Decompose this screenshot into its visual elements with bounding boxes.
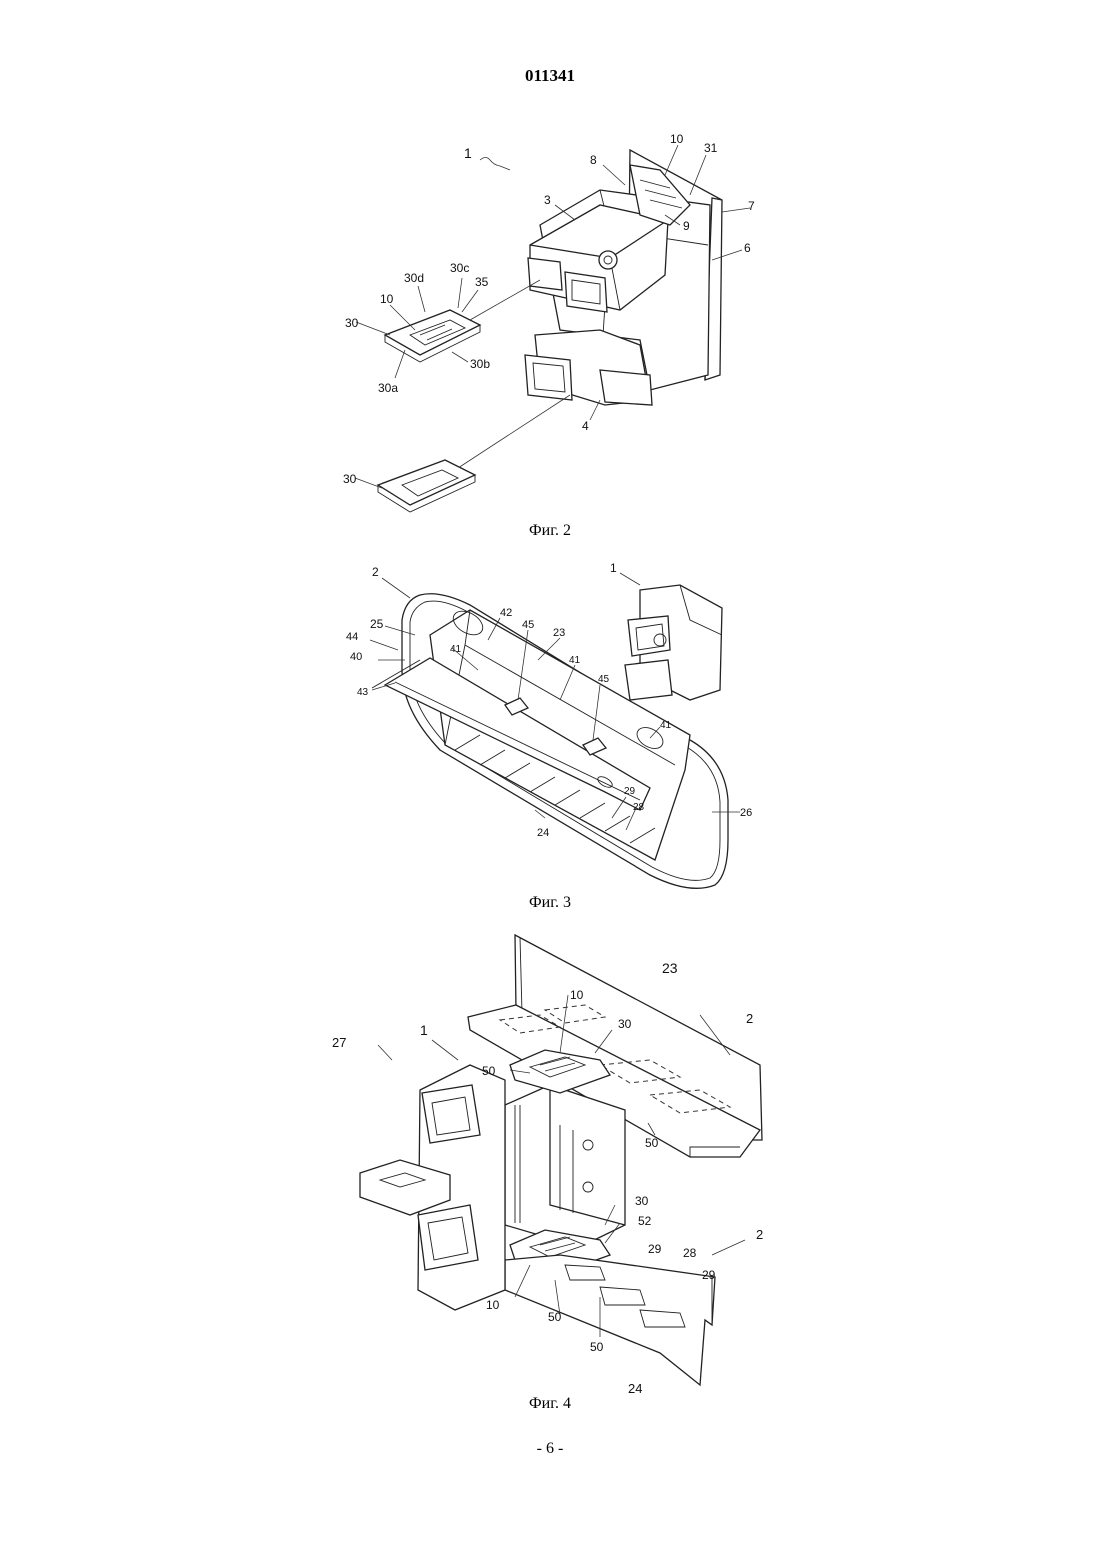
- page-footer: - 6 -: [0, 1440, 1100, 1458]
- ref-label: 44: [346, 631, 358, 643]
- ref-label: 7: [748, 199, 755, 213]
- ref-label: 25: [370, 617, 384, 631]
- figure-3: 2 1 25 42 45 23 44 41 40 41 45 43 41 29 …: [0, 560, 1100, 920]
- ref-label: 26: [740, 807, 752, 819]
- figure-caption: Фиг. 4: [0, 1395, 1100, 1413]
- ref-label: 10: [670, 132, 684, 146]
- figure-2-drawing: 1 8 10 31 3 9 7 6 30c 30d 35 10 30 30b 3…: [0, 130, 1100, 560]
- ref-label: 29: [624, 786, 636, 797]
- ref-label: 50: [590, 1340, 604, 1354]
- ref-label: 10: [380, 292, 394, 306]
- ref-label: 41: [660, 720, 672, 731]
- ref-label: 29: [702, 1268, 716, 1282]
- document-number: 011341: [0, 66, 1100, 86]
- ref-label: 2: [372, 565, 379, 579]
- ref-label: 50: [645, 1136, 659, 1150]
- ref-label: 30: [343, 472, 357, 486]
- ref-label: 8: [590, 153, 597, 167]
- ref-label: 2: [756, 1227, 763, 1242]
- ref-label: 30: [635, 1194, 649, 1208]
- ref-label: 23: [553, 627, 565, 639]
- ref-label: 40: [350, 651, 362, 663]
- ref-label: 10: [570, 988, 584, 1002]
- figure-4: 23 2 10 30 1 50 27 50 30 52 29 28 29 10 …: [0, 925, 1100, 1425]
- ref-label: 35: [475, 275, 489, 289]
- ref-label: 41: [450, 644, 462, 655]
- ref-label: 2: [746, 1011, 753, 1026]
- ref-label: 42: [500, 607, 512, 619]
- figure-3-drawing: 2 1 25 42 45 23 44 41 40 41 45 43 41 29 …: [0, 560, 1100, 920]
- ref-label: 41: [569, 655, 581, 666]
- figure-caption: Фиг. 2: [0, 522, 1100, 540]
- ref-label: 1: [464, 145, 472, 161]
- ref-label: 50: [482, 1064, 496, 1078]
- ref-label: 28: [683, 1246, 697, 1260]
- ref-label: 50: [548, 1310, 562, 1324]
- ref-label: 31: [704, 141, 718, 155]
- figure-caption: Фиг. 3: [0, 894, 1100, 912]
- ref-label: 52: [638, 1214, 652, 1228]
- ref-label: 9: [683, 219, 690, 233]
- ref-label: 45: [598, 674, 610, 685]
- ref-label: 30: [618, 1017, 632, 1031]
- ref-label: 30: [345, 316, 359, 330]
- ref-label: 30c: [450, 261, 469, 275]
- ref-label: 30d: [404, 271, 424, 285]
- figure-2: 1 8 10 31 3 9 7 6 30c 30d 35 10 30 30b 3…: [0, 130, 1100, 560]
- ref-label: 24: [628, 1381, 642, 1396]
- ref-label: 1: [610, 561, 617, 575]
- ref-label: 30b: [470, 357, 490, 371]
- ref-label: 10: [486, 1298, 500, 1312]
- figure-4-drawing: 23 2 10 30 1 50 27 50 30 52 29 28 29 10 …: [0, 925, 1100, 1425]
- ref-label: 30a: [378, 381, 398, 395]
- ref-label: 29: [648, 1242, 662, 1256]
- ref-label: 45: [522, 619, 534, 631]
- ref-label: 23: [662, 960, 678, 976]
- ref-label: 24: [537, 827, 549, 839]
- ref-label: 1: [420, 1022, 428, 1038]
- ref-label: 6: [744, 241, 751, 255]
- ref-label: 43: [357, 687, 369, 698]
- ref-label: 27: [332, 1035, 346, 1050]
- ref-label: 28: [633, 802, 645, 813]
- ref-label: 4: [582, 419, 589, 433]
- ref-label: 3: [544, 193, 551, 207]
